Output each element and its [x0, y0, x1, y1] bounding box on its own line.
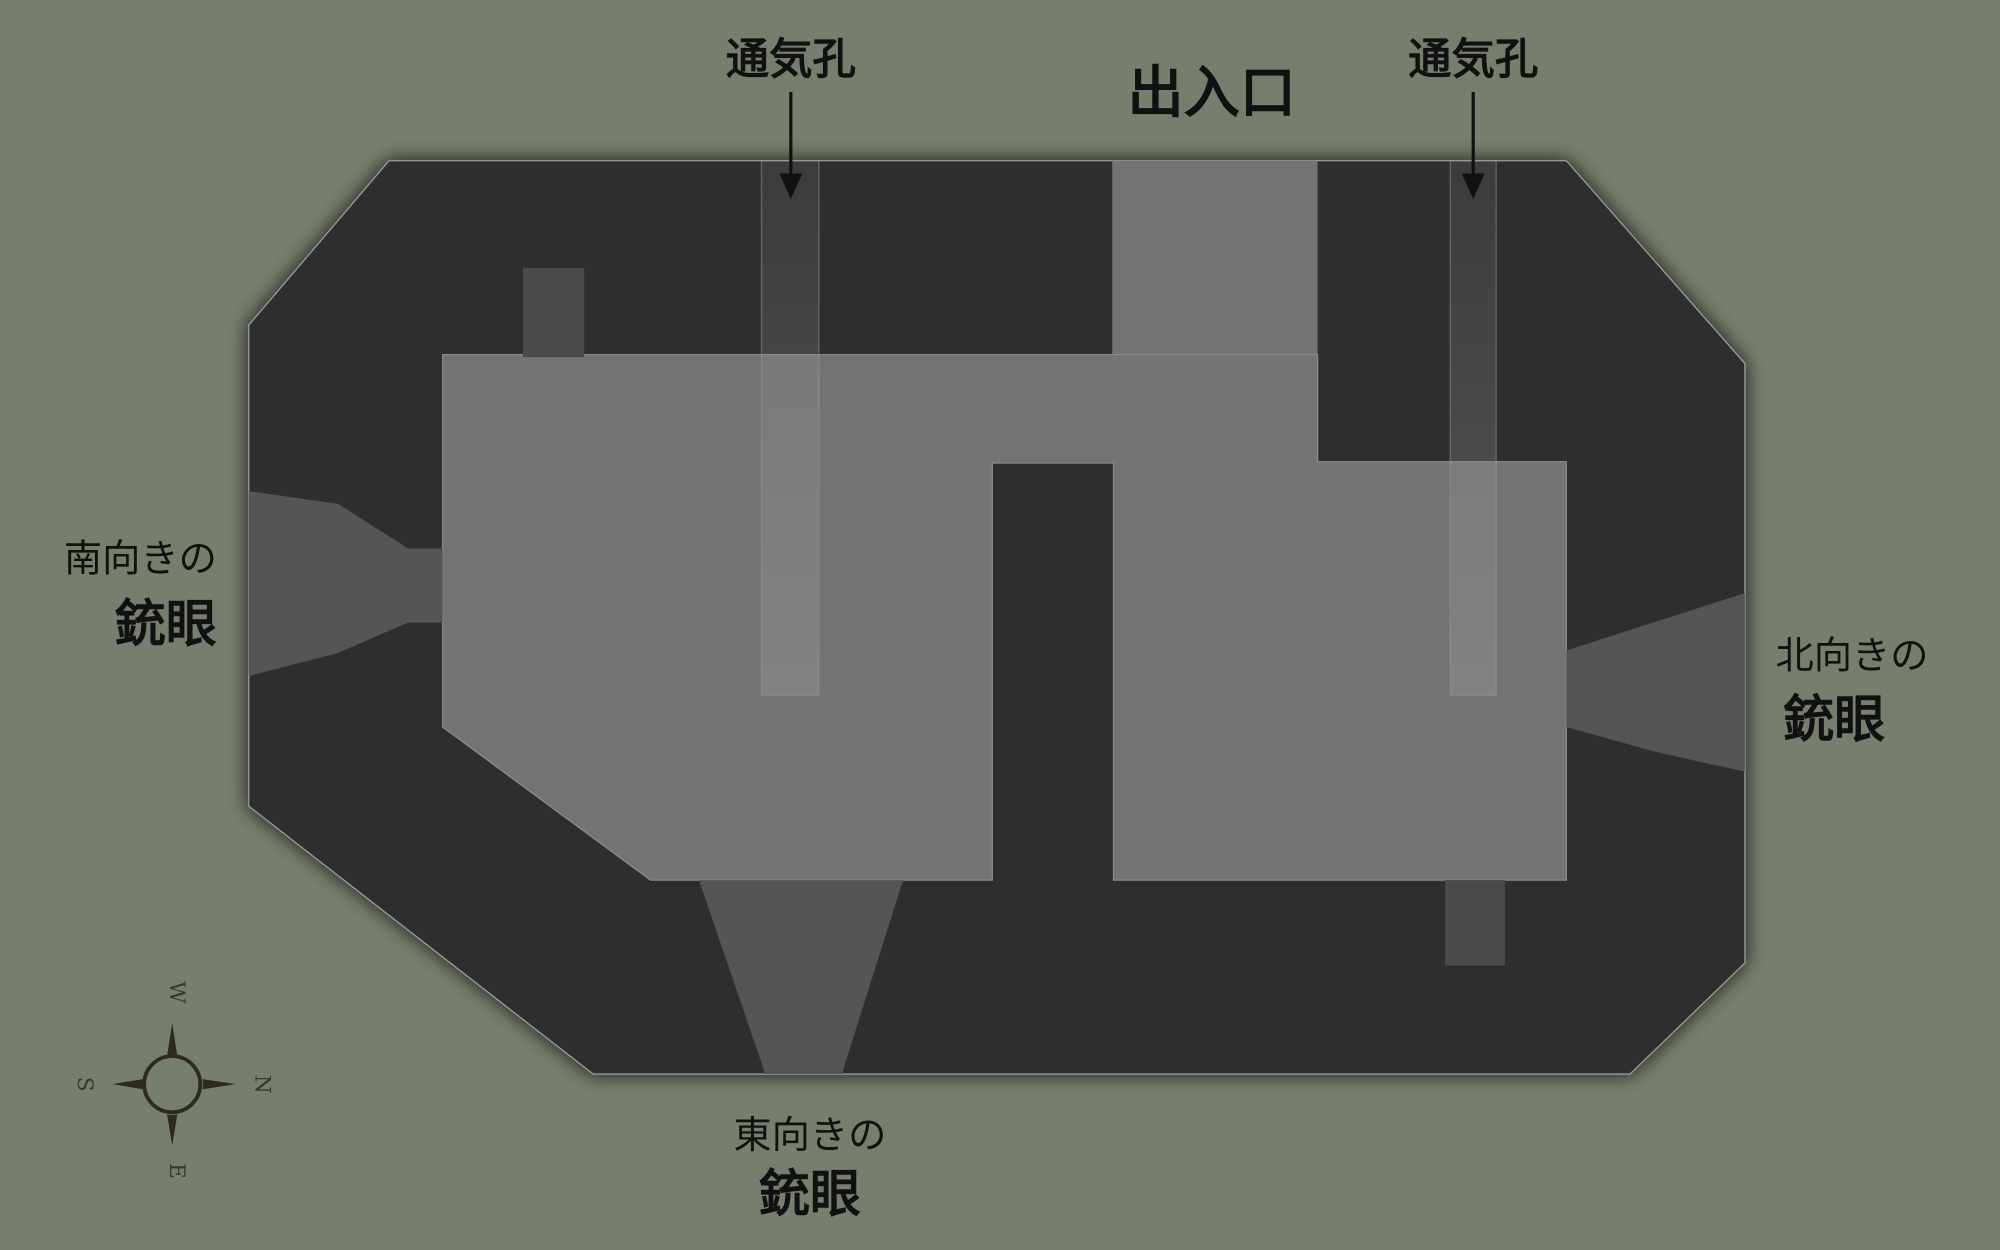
interior-rooms — [441, 353, 1567, 881]
compass-point-bottom — [167, 1114, 178, 1146]
vent-label-right: 通気孔 — [1408, 35, 1538, 85]
north-embrasure — [1566, 593, 1745, 772]
north-embrasure-label-1: 北向きの — [1776, 633, 1929, 678]
vent-label-left: 通気孔 — [726, 35, 856, 85]
compass-point-top — [167, 1022, 178, 1057]
entrance-corridor — [1112, 160, 1318, 365]
east-embrasure-label-2: 銃眼 — [759, 1166, 861, 1225]
south-embrasure — [248, 491, 443, 677]
ventilation-shaft-right — [1449, 160, 1497, 696]
compass-point-right — [202, 1079, 236, 1090]
arrow-down-icon — [779, 173, 803, 199]
compass-n: N — [249, 1075, 274, 1094]
alcove-top-left — [522, 267, 585, 358]
compass-rose: W N S E — [72, 981, 274, 1179]
north-embrasure-label-2: 銃眼 — [1783, 691, 1885, 750]
east-embrasure — [698, 880, 904, 1074]
south-embrasure-label-1: 南向きの — [64, 536, 217, 581]
entrance-label: 出入口 — [1128, 61, 1296, 126]
compass-circle — [142, 1054, 203, 1115]
east-embrasure-label-1: 東向きの — [733, 1113, 886, 1158]
compass-s: S — [72, 1077, 97, 1092]
arrow-down-icon — [1461, 173, 1485, 199]
ventilation-shaft-left — [760, 160, 820, 696]
compass-e: E — [164, 1163, 189, 1179]
south-embrasure-label-2: 銃眼 — [115, 596, 217, 655]
alcove-bottom-right — [1445, 880, 1506, 966]
compass-point-left — [112, 1079, 143, 1090]
compass-w: W — [164, 981, 189, 1004]
